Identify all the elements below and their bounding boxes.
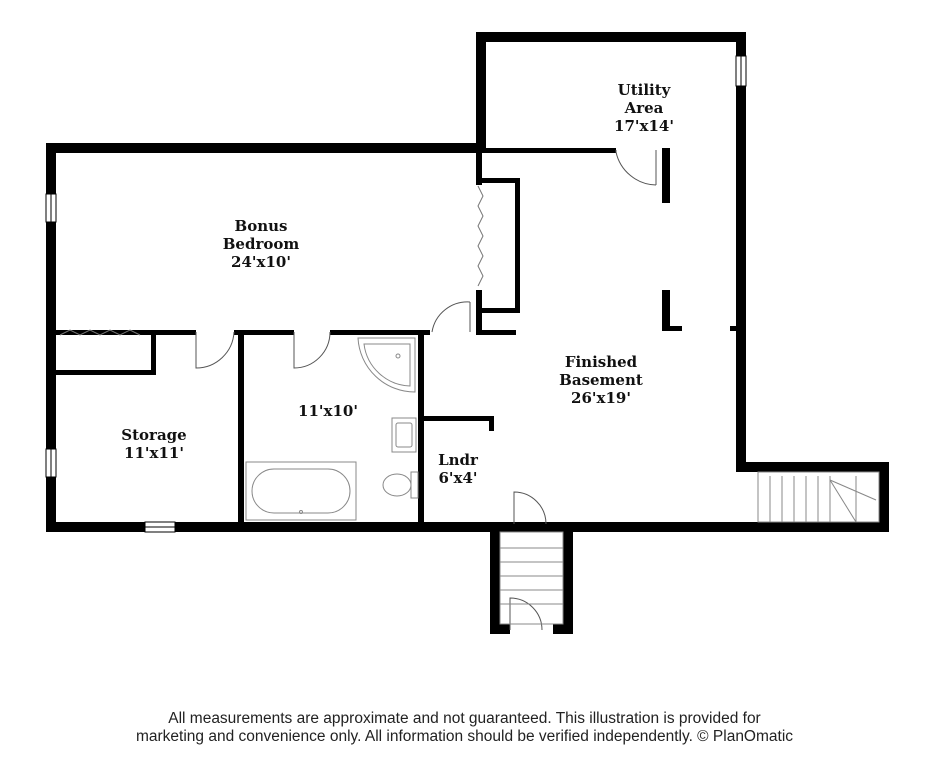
disclaimer-line1: All measurements are approximate and not… [168,710,761,727]
utility-name-line2: Area [624,99,664,117]
interior-walls [56,143,736,522]
storage-name: Storage [121,426,186,444]
floor-plan: Utility Area 17'x14' Bonus Bedroom 24'x1… [45,32,889,634]
disclaimer: All measurements are approximate and not… [0,710,929,746]
finished-name-line2: Basement [559,371,643,389]
bonus-name-line1: Bonus [235,217,288,235]
utility-name-line1: Utility [618,81,672,99]
exterior-walls [46,32,889,634]
finished-size: 26'x19' [571,389,631,407]
laundry-name: Lndr [438,451,479,469]
bath-fixtures [245,337,419,521]
storage-size: 11'x11' [124,444,184,462]
windows [45,55,747,533]
bath-size: 11'x10' [298,402,358,420]
closet-doors [59,185,484,336]
utility-size: 17'x14' [614,117,674,135]
room-labels: Utility Area 17'x14' Bonus Bedroom 24'x1… [121,81,674,487]
stairs [499,471,880,625]
laundry-size: 6'x4' [438,469,477,487]
disclaimer-line2: marketing and convenience only. All info… [135,728,794,745]
bonus-name-line2: Bedroom [223,235,300,253]
finished-name-line1: Finished [565,353,638,371]
bonus-size: 24'x10' [231,253,291,271]
